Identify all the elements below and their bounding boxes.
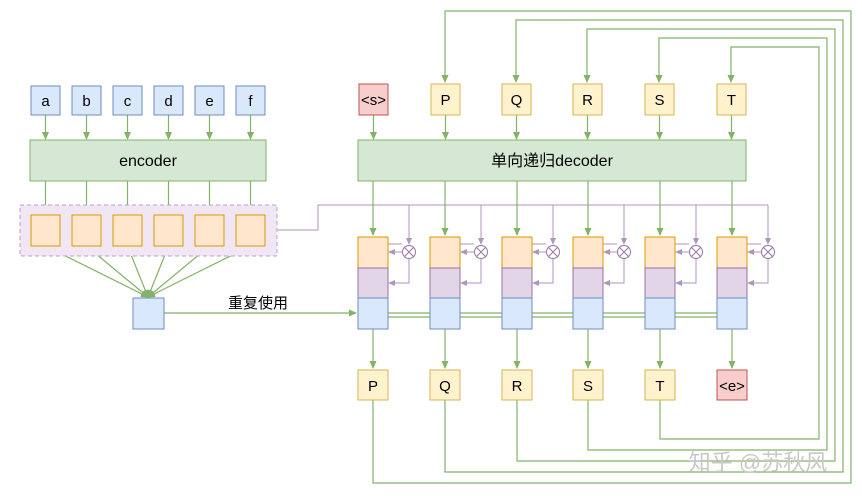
multiply-cross-icon <box>404 247 414 257</box>
decoder-output-box <box>716 369 748 401</box>
decoder-input-box <box>716 83 747 116</box>
multiply-cross-icon <box>476 247 486 257</box>
watermark: 知乎 @苏秋风 <box>689 450 827 475</box>
attention-weight-line <box>675 259 697 286</box>
encoder-state-box <box>153 214 184 247</box>
input-box-b <box>71 85 102 116</box>
decoder-output-label: T <box>655 378 664 395</box>
cell-attention-box <box>429 267 461 299</box>
cell-attention-box <box>644 267 676 299</box>
decoder-input-label: Q <box>511 92 523 109</box>
decoder-output-box <box>644 369 676 401</box>
decoder-input-label: P <box>440 92 450 109</box>
decoder-input-box <box>430 83 461 116</box>
cell-context-box <box>572 297 604 330</box>
cell-attention-box <box>716 267 748 299</box>
encoder-state-box <box>235 214 266 247</box>
attention-weight-line <box>388 259 410 286</box>
encoder-states-group <box>19 204 278 257</box>
decoder-output-box <box>572 369 604 401</box>
multiply-cross-icon <box>548 247 558 257</box>
feedback-loop-arrow <box>587 37 828 451</box>
cell-attention-box <box>572 267 604 299</box>
decoder-input-label: <s> <box>361 92 386 109</box>
multiply-cross-icon <box>619 247 629 257</box>
feedback-loop-arrow <box>444 19 844 473</box>
cell-attention-box <box>501 267 533 299</box>
encoder-state-box <box>112 214 143 247</box>
encoder-state-box <box>30 214 61 247</box>
cell-state-box <box>572 236 604 269</box>
cell-state-box <box>644 236 676 269</box>
decoder-input-box <box>572 83 603 116</box>
cell-state-box <box>429 236 461 269</box>
decoder-output-box <box>429 369 461 401</box>
decoder-output-label: P <box>368 378 378 395</box>
encoder-state-box <box>194 214 225 247</box>
input-label-e: e <box>205 93 213 110</box>
decoder-output-label: <e> <box>719 378 745 395</box>
cell-state-box <box>716 236 748 269</box>
attention-weight-line <box>603 259 625 286</box>
decoder-label: 单向递归decoder <box>491 152 613 170</box>
input-box-c <box>112 85 143 116</box>
decoder-output-box <box>357 369 389 401</box>
multiply-cross-icon <box>763 247 773 257</box>
cell-context-box <box>357 297 389 330</box>
cell-context-box <box>501 297 533 330</box>
input-label-b: b <box>82 93 90 110</box>
encoder-box <box>29 139 267 182</box>
decoder-output-label: Q <box>439 378 451 395</box>
encoder-label: encoder <box>119 153 177 170</box>
feedback-loop-arrow <box>516 28 836 462</box>
decoder-input-box <box>358 83 389 116</box>
decoder-output-label: S <box>583 378 593 395</box>
feedback-loop-arrow <box>659 46 820 440</box>
input-box-f <box>235 85 266 116</box>
decoder-output-box <box>501 369 533 401</box>
attention-bus-line <box>277 204 768 231</box>
input-box-e <box>194 85 225 116</box>
multiply-cross-icon <box>691 247 701 257</box>
cell-context-box <box>644 297 676 330</box>
attention-weight-line <box>532 259 554 286</box>
input-label-f: f <box>248 93 253 110</box>
input-label-d: d <box>164 93 172 110</box>
input-label-c: c <box>124 93 132 110</box>
attention-weight-line <box>747 259 769 286</box>
input-box-a <box>30 85 61 116</box>
shape-layer: a b c d e f <s> P P Q Q R R S S T T <e> <box>19 83 775 401</box>
encoder-state-box <box>71 214 102 247</box>
decoder-input-label: R <box>582 92 593 109</box>
cell-state-box <box>357 236 389 269</box>
input-label-a: a <box>41 93 50 110</box>
decoder-input-box <box>501 83 532 116</box>
cell-attention-box <box>357 267 389 299</box>
context-vector-box <box>132 297 165 330</box>
cell-context-box <box>716 297 748 330</box>
cell-state-box <box>501 236 533 269</box>
decoder-output-label: R <box>512 378 523 395</box>
attention-weight-line <box>460 259 482 286</box>
decoder-input-label: T <box>727 92 736 109</box>
decoder-box <box>357 139 747 182</box>
decoder-input-label: S <box>654 92 664 109</box>
decoder-input-box <box>644 83 675 116</box>
input-box-d <box>153 85 184 116</box>
cell-context-box <box>429 297 461 330</box>
reuse-label: 重复使用 <box>228 294 288 312</box>
feedback-loop-arrow <box>372 10 852 484</box>
